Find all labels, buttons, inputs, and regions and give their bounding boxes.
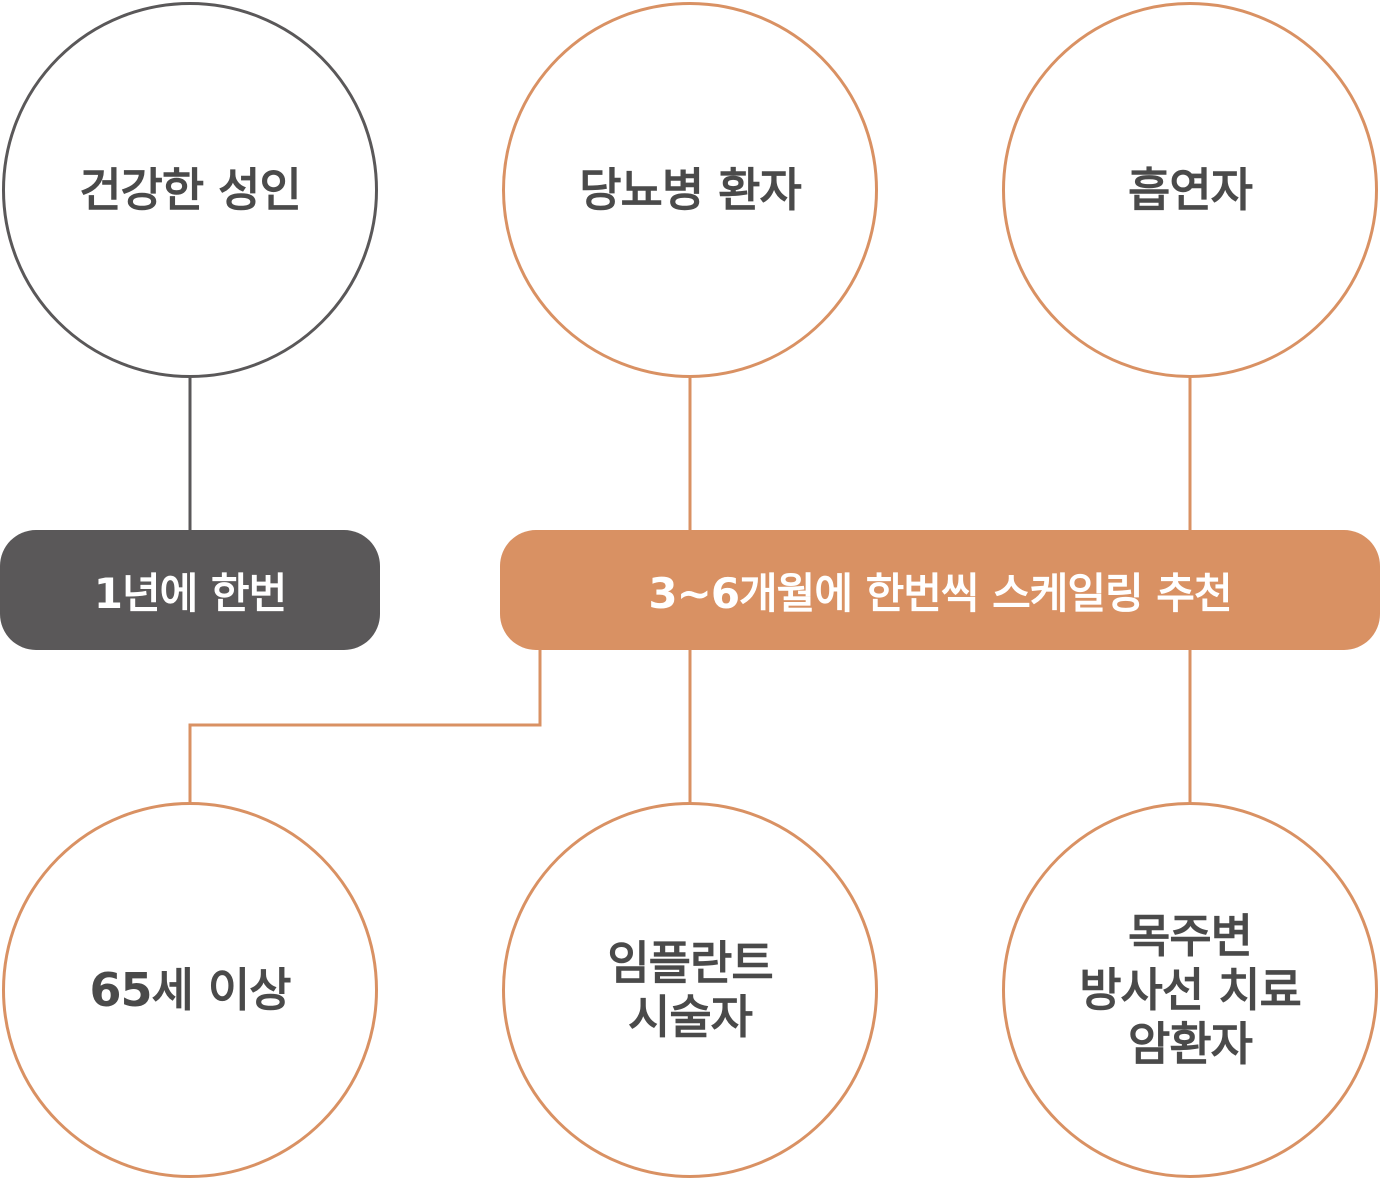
circle-implant-patient: 임플란트 시술자 xyxy=(502,802,878,1178)
circle-label: 건강한 성인 xyxy=(79,163,302,217)
pill-label: 3~6개월에 한번씩 스케일링 추천 xyxy=(648,568,1232,618)
circle-label: 임플란트 시술자 xyxy=(607,936,773,1044)
circle-label: 당뇨병 환자 xyxy=(579,163,802,217)
circle-age-65-plus: 65세 이상 xyxy=(2,802,378,1178)
circle-healthy-adult: 건강한 성인 xyxy=(2,2,378,378)
pill-scaling-recommendation: 3~6개월에 한번씩 스케일링 추천 xyxy=(500,530,1380,650)
circle-label: 65세 이상 xyxy=(89,963,292,1017)
circle-radiation-cancer-patient: 목주변 방사선 치료 암환자 xyxy=(1002,802,1378,1178)
pill-label: 1년에 한번 xyxy=(93,568,287,618)
pill-once-a-year: 1년에 한번 xyxy=(0,530,380,650)
circle-diabetes-patient: 당뇨병 환자 xyxy=(502,2,878,378)
circle-smoker: 흡연자 xyxy=(1002,2,1378,378)
circle-label: 목주변 방사선 치료 암환자 xyxy=(1079,909,1302,1071)
circle-label: 흡연자 xyxy=(1128,163,1253,217)
connector-age-65 xyxy=(188,650,542,802)
